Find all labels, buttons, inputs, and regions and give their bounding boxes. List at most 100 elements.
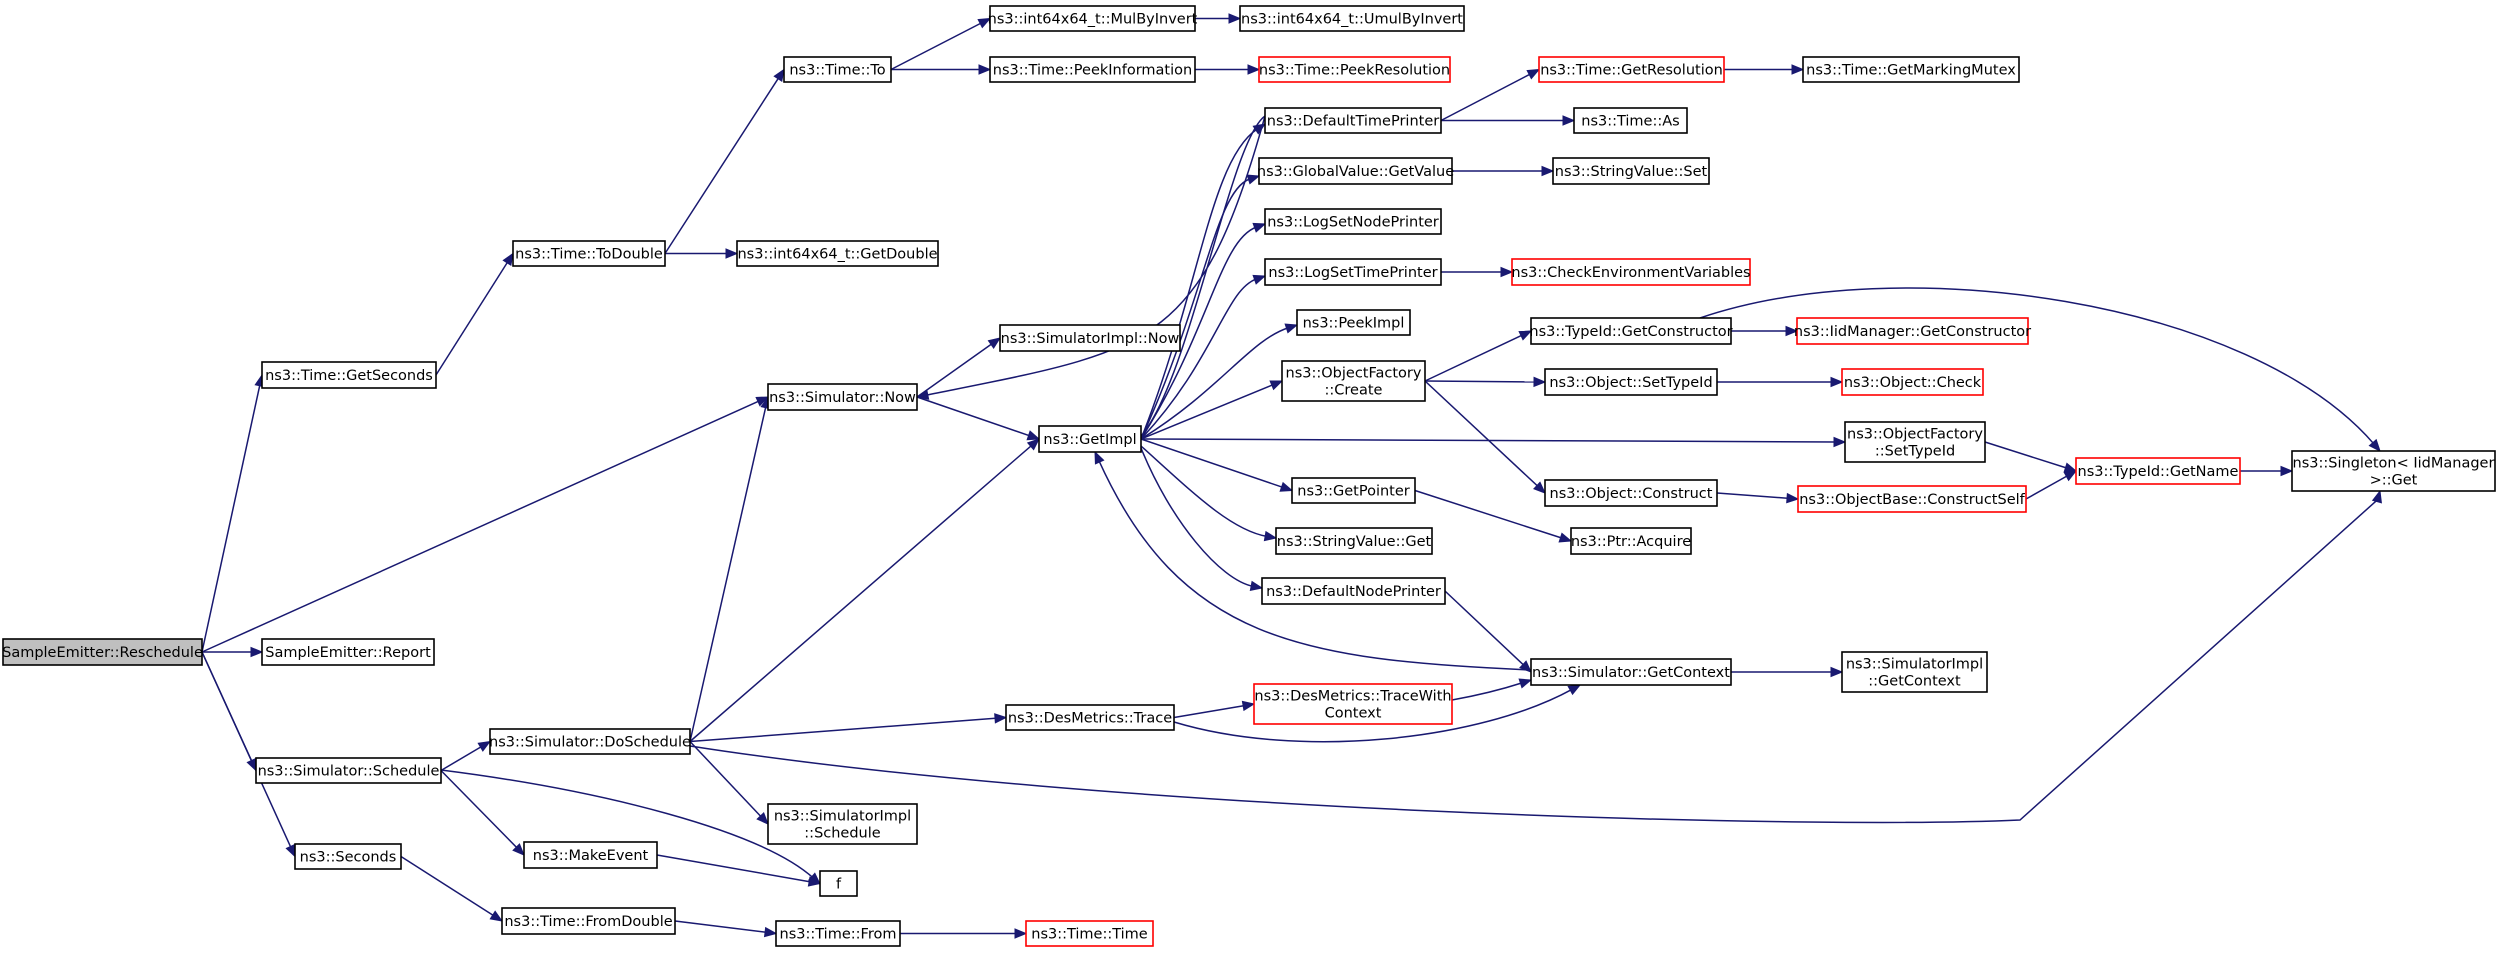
node-singletonget[interactable]: ns3::Singleton< IidManager>::Get — [2291, 450, 2496, 492]
edge-line — [1984, 441, 2068, 469]
edge-getimpl-to-getpointer — [1140, 438, 1294, 492]
node-fromdouble[interactable]: ns3::Time::FromDouble — [501, 907, 676, 935]
edge-doschedule-to-singletonget — [689, 489, 2382, 824]
node-peekinformation[interactable]: ns3::Time::PeekInformation — [989, 56, 1196, 83]
node-objectconstruct[interactable]: ns3::Object::Construct — [1544, 479, 1718, 507]
edge-arrowhead — [1269, 380, 1284, 391]
node-objectsettypeid[interactable]: ns3::Object::SetTypeId — [1544, 368, 1718, 396]
node-stringvalueget[interactable]: ns3::StringValue::Get — [1275, 527, 1433, 555]
node-typeidgetconstructor[interactable]: ns3::TypeId::GetConstructor — [1529, 317, 1733, 345]
nodes-layer: SampleEmitter::Reschedule ns3::Time::GetS… — [2, 5, 2496, 947]
node-peekresolution[interactable]: ns3::Time::PeekResolution — [1258, 56, 1451, 83]
node-getimpl[interactable]: ns3::GetImpl — [1038, 425, 1142, 453]
edge-line — [1444, 590, 1525, 667]
node-stringvalueset[interactable]: ns3::StringValue::Set — [1552, 157, 1710, 185]
edge-line — [1140, 128, 1258, 440]
node-label: ns3::Time::GetSeconds — [265, 368, 433, 384]
edge-line — [1414, 489, 1563, 539]
node-simschedule[interactable]: ns3::Simulator::Schedule — [255, 757, 442, 784]
node-box — [523, 841, 658, 869]
edge-arrowhead — [1567, 684, 1582, 696]
node-label: ::SetTypeId — [1875, 444, 1955, 460]
node-timeto[interactable]: ns3::Time::To — [783, 56, 892, 83]
edge-line — [440, 769, 519, 850]
node-box — [989, 56, 1196, 83]
edge-typeidgetconstructor-to-iidmanagergetconstructor — [1731, 325, 1799, 337]
edge-arrowhead — [1247, 64, 1261, 75]
edge-line — [1140, 178, 1251, 440]
node-timetime[interactable]: ns3::Time::Time — [1025, 920, 1154, 947]
node-box — [294, 843, 402, 870]
edge-line — [916, 396, 1031, 437]
node-objfactorycreate[interactable]: ns3::ObjectFactory::Create — [1281, 360, 1426, 402]
node-peekimpl[interactable]: ns3::PeekImpl — [1296, 309, 1411, 336]
node-getmarkingmutex[interactable]: ns3::Time::GetMarkingMutex — [1802, 56, 2020, 83]
node-getpointer[interactable]: ns3::GetPointer — [1291, 477, 1416, 504]
node-getresolution[interactable]: ns3::Time::GetResolution — [1538, 56, 1725, 83]
node-implgetcontext[interactable]: ns3::SimulatorImpl::GetContext — [1841, 651, 1988, 693]
node-todouble[interactable]: ns3::Time::ToDouble — [512, 240, 666, 267]
node-typeidgetname[interactable]: ns3::TypeId::GetName — [2075, 457, 2241, 485]
node-doschedule[interactable]: ns3::Simulator::DoSchedule — [489, 728, 691, 755]
node-objectcheck[interactable]: ns3::Object::Check — [1841, 368, 1984, 396]
node-label: Context — [1325, 706, 1382, 722]
node-label: ns3::GlobalValue::GetValue — [1257, 164, 1454, 180]
node-label: ns3::Time::GetResolution — [1540, 63, 1723, 79]
node-box — [1264, 258, 1442, 286]
node-label: ns3::DesMetrics::TraceWith — [1254, 689, 1451, 705]
node-label: ns3::IidManager::GetConstructor — [1794, 324, 2031, 340]
node-implschedule[interactable]: ns3::SimulatorImpl::Schedule — [767, 803, 918, 845]
node-simnow[interactable]: ns3::Simulator::Now — [767, 383, 918, 411]
edge-line — [1451, 682, 1523, 701]
node-objfactorysettypeid[interactable]: ns3::ObjectFactory::SetTypeId — [1844, 421, 1986, 463]
edge-arrowhead — [1026, 430, 1041, 441]
node-label: ns3::Singleton< IidManager — [2293, 456, 2495, 472]
node-seconds[interactable]: ns3::Seconds — [294, 843, 402, 870]
node-defaultnodeprinter[interactable]: ns3::DefaultNodePrinter — [1261, 577, 1446, 605]
edge-line — [925, 114, 1267, 437]
node-label: ns3::Simulator::Schedule — [258, 764, 440, 780]
node-label: ns3::ObjectBase::ConstructSelf — [1799, 492, 2025, 508]
node-label: ns3::Object::SetTypeId — [1549, 375, 1712, 391]
edge-defaulttimeprinter-to-timeas — [1441, 115, 1576, 126]
edge-line — [1699, 287, 2375, 445]
node-box — [1296, 309, 1411, 336]
node-getseconds[interactable]: ns3::Time::GetSeconds — [261, 361, 437, 389]
node-label: ::GetContext — [1868, 674, 1961, 690]
node-checkenv[interactable]: ns3::CheckEnvironmentVariables — [1511, 258, 1751, 286]
edge-arrowhead — [1252, 222, 1267, 233]
node-label: ns3::MakeEvent — [533, 848, 649, 864]
node-reschedule[interactable]: SampleEmitter::Reschedule — [2, 638, 203, 666]
node-umulbyinvert[interactable]: ns3::int64x64_t::UmulByInvert — [1239, 5, 1465, 32]
node-timeas[interactable]: ns3::Time::As — [1573, 107, 1688, 134]
node-label: ns3::Time::PeekInformation — [993, 63, 1192, 79]
node-box — [1573, 107, 1688, 134]
node-box — [1005, 704, 1175, 731]
node-constructself[interactable]: ns3::ObjectBase::ConstructSelf — [1797, 485, 2027, 513]
node-report[interactable]: SampleEmitter::Report — [261, 638, 435, 666]
edge-reschedule-to-simnow — [201, 396, 770, 653]
node-iidmanagergetconstructor[interactable]: ns3::IidManager::GetConstructor — [1794, 317, 2031, 345]
node-label: ns3::Simulator::GetContext — [1532, 665, 1730, 681]
node-desmetricstrace[interactable]: ns3::DesMetrics::Trace — [1005, 704, 1175, 731]
node-box — [1544, 479, 1718, 507]
node-logsettimeprinter[interactable]: ns3::LogSetTimePrinter — [1264, 258, 1442, 286]
edge-logsettimeprinter-to-checkenv — [1441, 266, 1514, 278]
edge-timefrom-to-timetime — [900, 928, 1028, 939]
node-defaulttimeprinter[interactable]: ns3::DefaultTimePrinter — [1264, 107, 1442, 134]
edge-seconds-to-fromdouble — [400, 855, 504, 922]
node-getdouble[interactable]: ns3::int64x64_t::GetDouble — [736, 240, 939, 267]
node-logsetnodeprinter[interactable]: ns3::LogSetNodePrinter — [1264, 208, 1442, 235]
edge-objfactorycreate-to-typeidgetconstructor — [1424, 330, 1533, 382]
edge-arrowhead — [978, 64, 992, 75]
node-box — [1844, 421, 1986, 463]
node-implnow[interactable]: ns3::SimulatorImpl::Now — [999, 324, 1181, 352]
node-f[interactable]: f — [819, 870, 858, 897]
node-mulbyinvert[interactable]: ns3::int64x64_t::MulByInvert — [988, 5, 1198, 32]
node-makeevent[interactable]: ns3::MakeEvent — [523, 841, 658, 869]
node-globalvalue[interactable]: ns3::GlobalValue::GetValue — [1257, 157, 1454, 185]
node-simgetcontext[interactable]: ns3::Simulator::GetContext — [1530, 658, 1732, 686]
node-ptracquire[interactable]: ns3::Ptr::Acquire — [1570, 527, 1692, 555]
node-timefrom[interactable]: ns3::Time::From — [775, 920, 901, 947]
